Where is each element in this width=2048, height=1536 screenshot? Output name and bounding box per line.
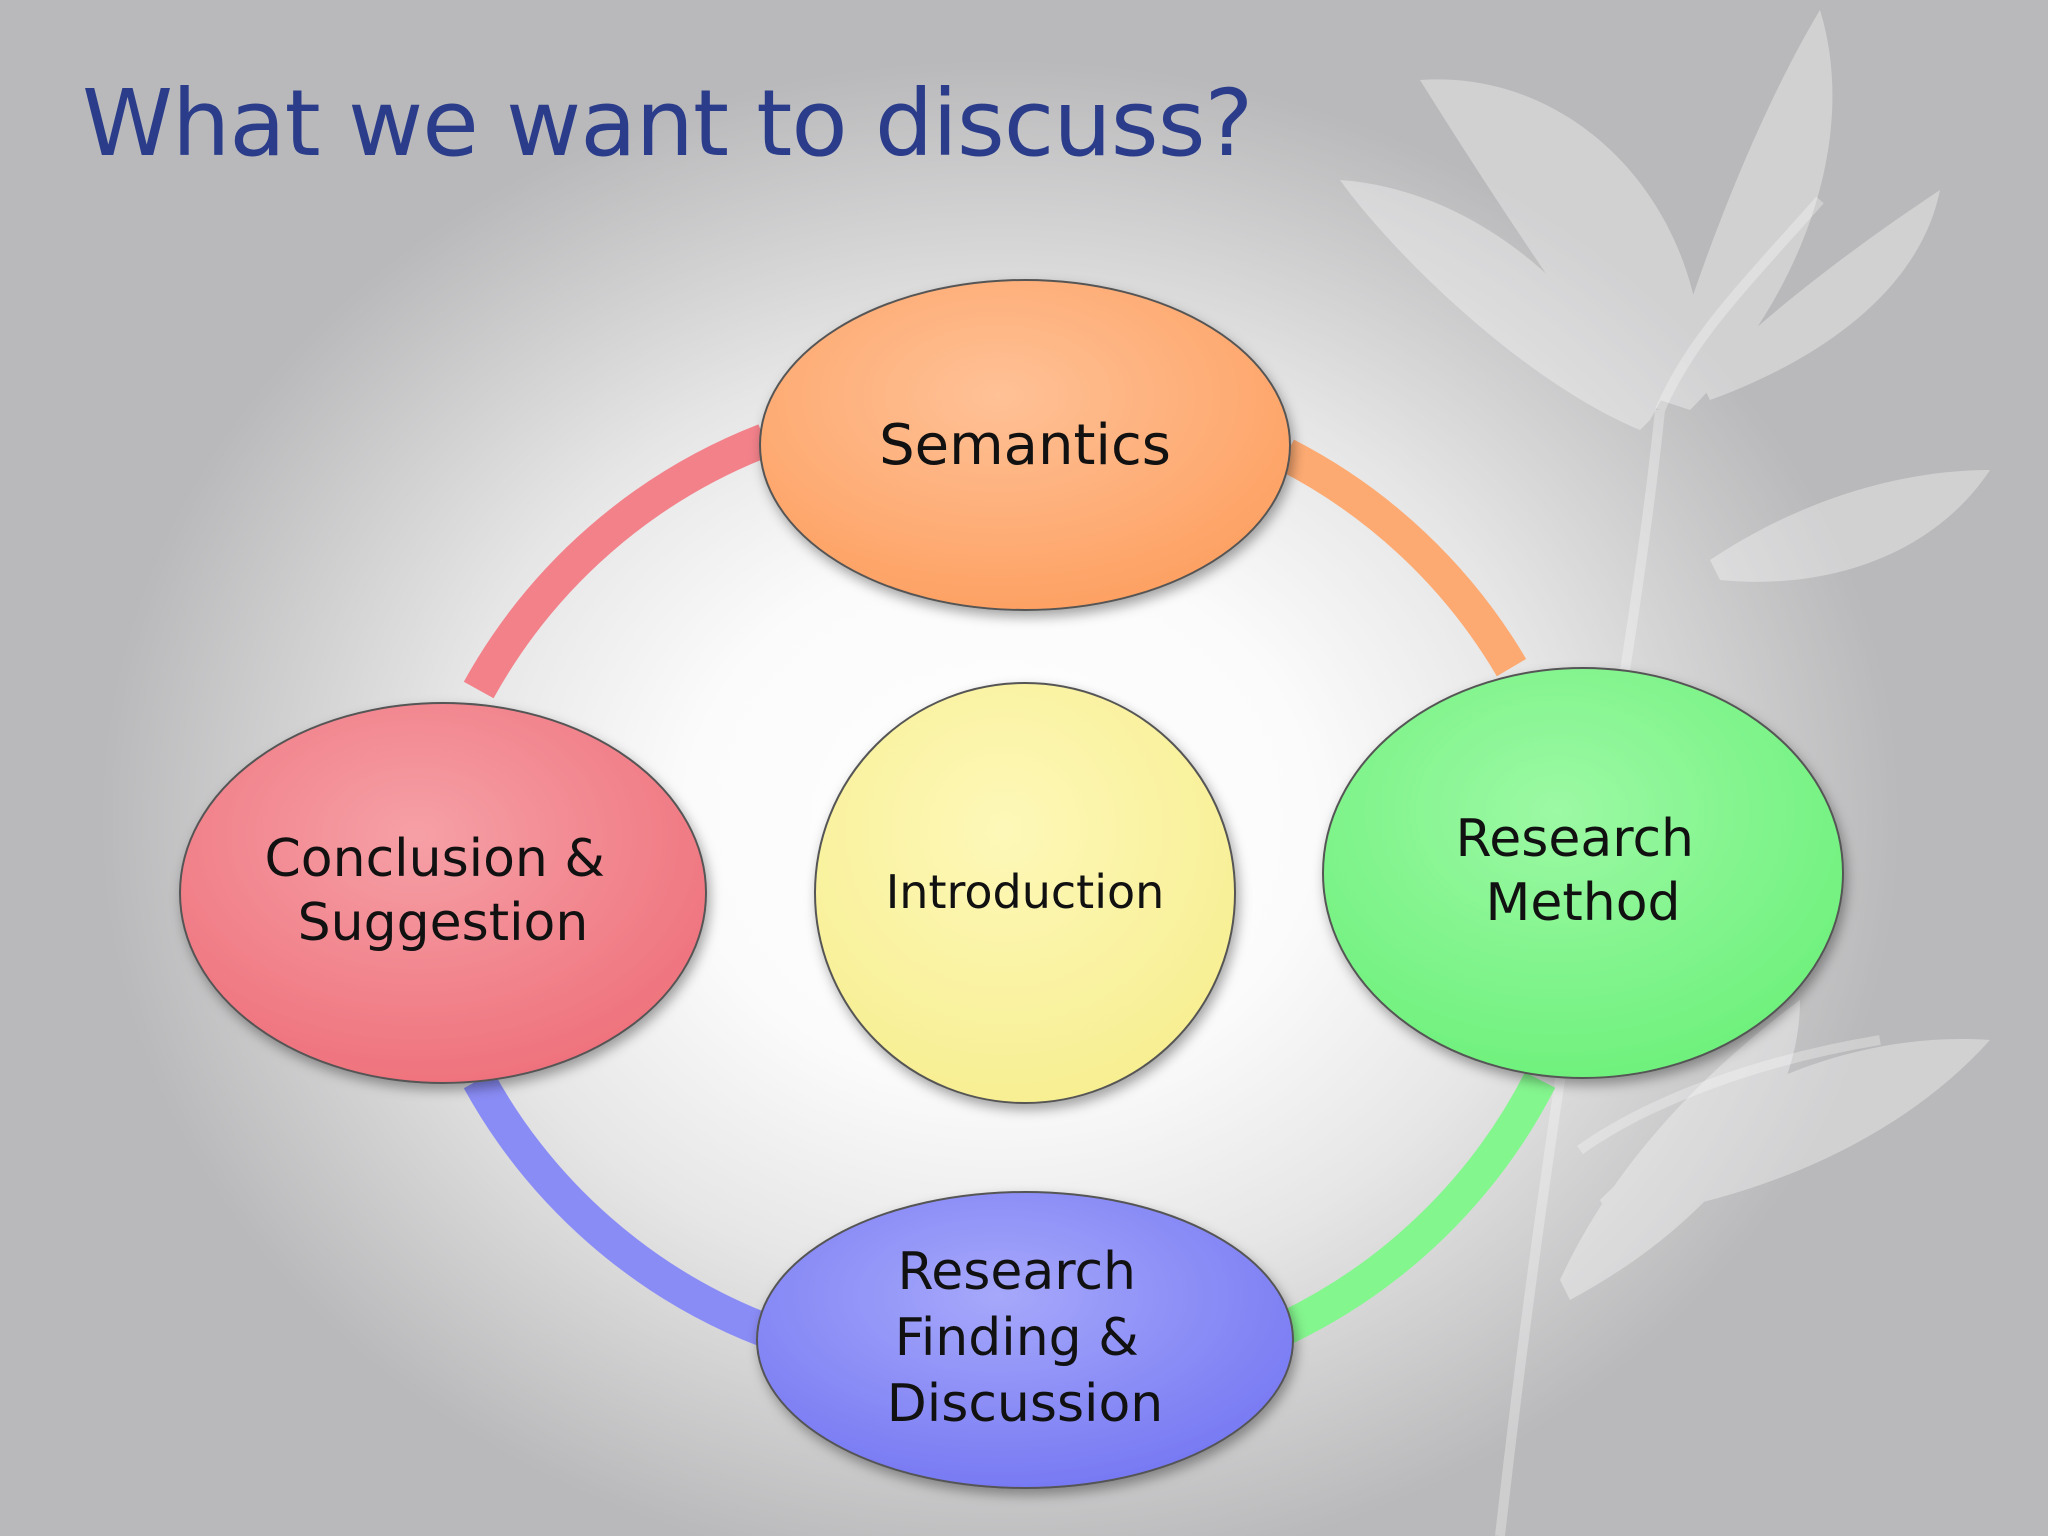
node-conclusion-label: Conclusion & Suggestion <box>265 829 622 953</box>
node-semantics: Semantics <box>759 279 1291 611</box>
node-introduction-label: Introduction <box>886 865 1165 919</box>
node-research-method: Research Method <box>1322 667 1844 1079</box>
node-research-finding-line: Research <box>897 1242 1136 1302</box>
node-conclusion: Conclusion & Suggestion <box>179 702 707 1084</box>
node-research-finding-label: Research Finding & Discussion <box>887 1242 1164 1434</box>
node-research-finding-line: Finding & <box>895 1308 1139 1368</box>
arc-semantics-to-method <box>1278 439 1527 677</box>
node-research-finding-line: Discussion <box>887 1374 1164 1434</box>
node-research-method-line: Method <box>1485 873 1680 933</box>
node-conclusion-line: Suggestion <box>298 893 589 953</box>
node-research-method-label: Research Method <box>1455 809 1710 933</box>
node-semantics-label: Semantics <box>879 413 1171 478</box>
node-research-method-line: Research <box>1455 809 1694 869</box>
node-conclusion-line: Conclusion & <box>265 829 605 889</box>
slide-title: What we want to discuss? <box>82 70 1253 177</box>
arc-conclusion-to-semantics <box>463 424 771 699</box>
arc-method-to-finding <box>1278 1072 1556 1344</box>
node-introduction: Introduction <box>814 682 1236 1104</box>
arc-finding-to-conclusion <box>463 1071 771 1347</box>
node-semantics-line: Semantics <box>879 413 1171 478</box>
node-research-finding: Research Finding & Discussion <box>756 1191 1294 1489</box>
